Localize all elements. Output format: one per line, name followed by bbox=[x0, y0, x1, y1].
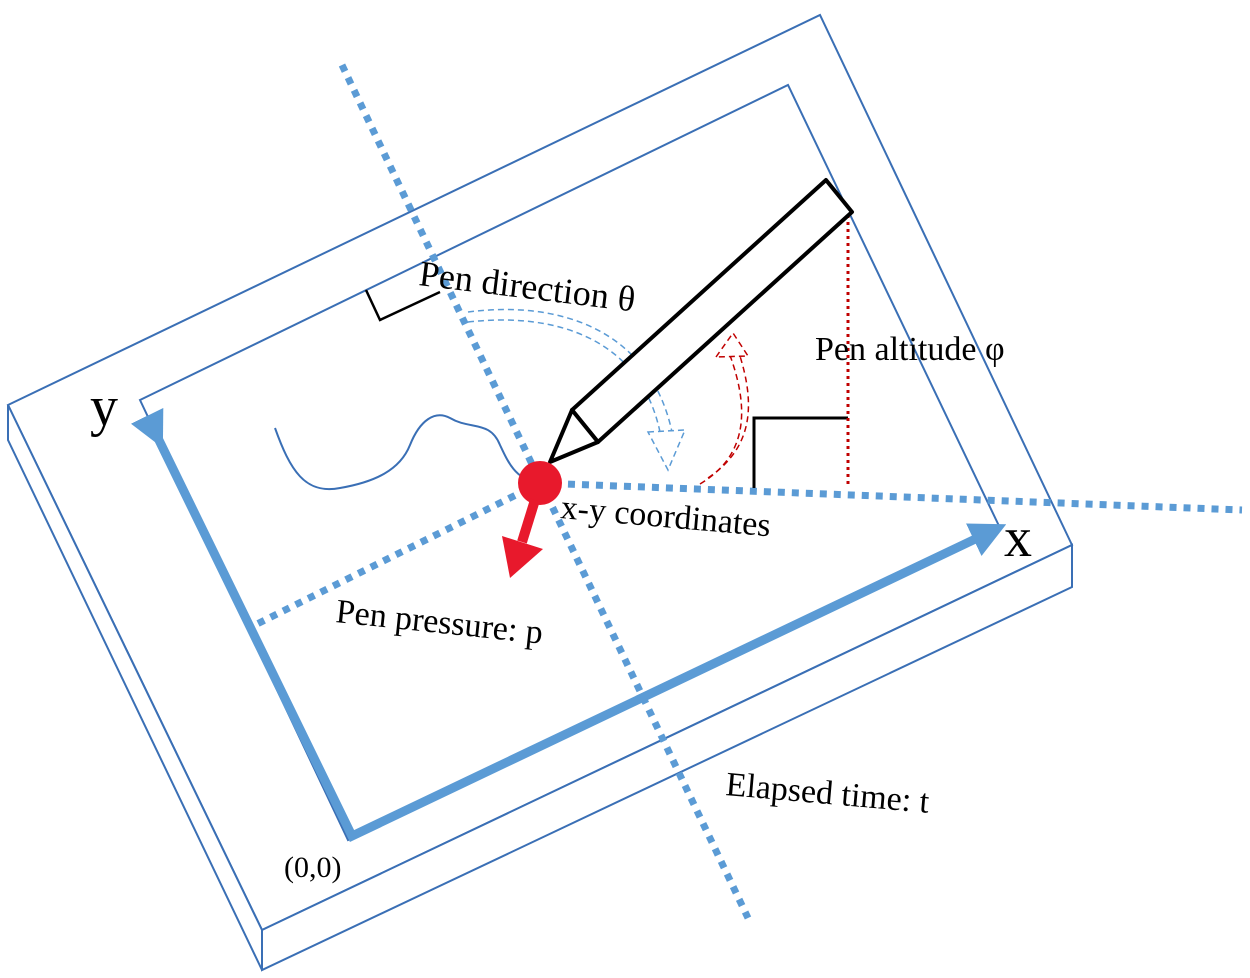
right-angle-mark-altitude bbox=[752, 416, 848, 488]
x-axis-label: x bbox=[1004, 507, 1032, 569]
pen-tip-dot bbox=[518, 461, 562, 505]
origin-label: (0,0) bbox=[284, 851, 341, 884]
y-axis-label: y bbox=[90, 376, 118, 438]
altitude-arc-arrow bbox=[699, 331, 750, 485]
axes bbox=[130, 407, 1007, 842]
pen-tip bbox=[548, 408, 600, 464]
pen-altitude-label: Pen altitude φ bbox=[815, 331, 1005, 368]
xy-axes bbox=[130, 407, 1007, 842]
pen-icon bbox=[548, 178, 854, 464]
right-angle-mark-direction bbox=[364, 289, 441, 322]
tablet-side-edge bbox=[7, 404, 263, 971]
perpendicular-dotted-line bbox=[338, 63, 752, 920]
elapsed-time-label: Elapsed time: t bbox=[724, 766, 931, 821]
direction-arc-arrow bbox=[467, 308, 687, 472]
pressure-arrow bbox=[502, 498, 543, 578]
